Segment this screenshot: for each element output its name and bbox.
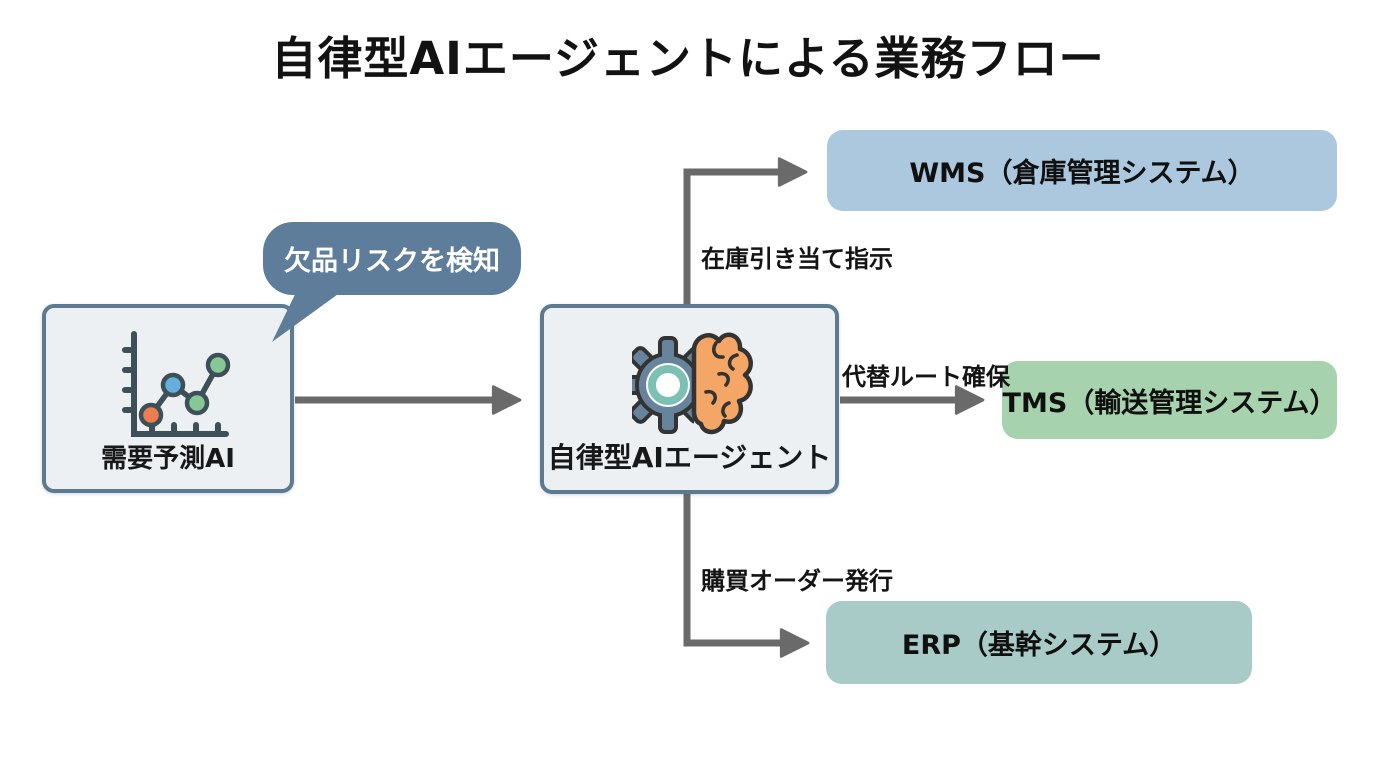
edge-label-alternate-route: 代替ルート確保 <box>842 363 1010 391</box>
arrow-agent-to-wms <box>683 157 808 306</box>
edge-label-inventory-allocation: 在庫引き当て指示 <box>701 245 893 273</box>
node-label-ai-agent: 自律型AIエージェント <box>547 441 832 474</box>
node-demand-forecast-ai: 需要予測AI <box>42 304 294 493</box>
callout-tail <box>272 284 352 342</box>
node-label-wms: WMS（倉庫管理システム） <box>909 158 1255 189</box>
node-erp: ERP（基幹システム） <box>826 601 1252 684</box>
node-label-erp: ERP（基幹システム） <box>901 630 1177 661</box>
node-wms: WMS（倉庫管理システム） <box>827 130 1337 211</box>
node-label-demand-forecast: 需要予測AI <box>101 444 235 474</box>
callout-stockout-risk: 欠品リスクを検知 <box>263 222 521 295</box>
arrow-agent-to-erp <box>683 492 810 658</box>
edge-label-purchase-order: 購買オーダー発行 <box>701 567 893 595</box>
brain-shape <box>691 332 753 435</box>
node-ai-agent: 自律型AIエージェント <box>540 304 839 494</box>
page-title: 自律型AIエージェントによる業務フロー <box>271 32 1105 85</box>
node-tms: TMS（輸送管理システム） <box>1002 361 1337 439</box>
node-label-tms: TMS（輸送管理システム） <box>1002 387 1337 419</box>
line-chart-icon <box>122 331 231 437</box>
gear-brain-icon <box>632 332 753 435</box>
callout-label: 欠品リスクを検知 <box>284 246 500 277</box>
